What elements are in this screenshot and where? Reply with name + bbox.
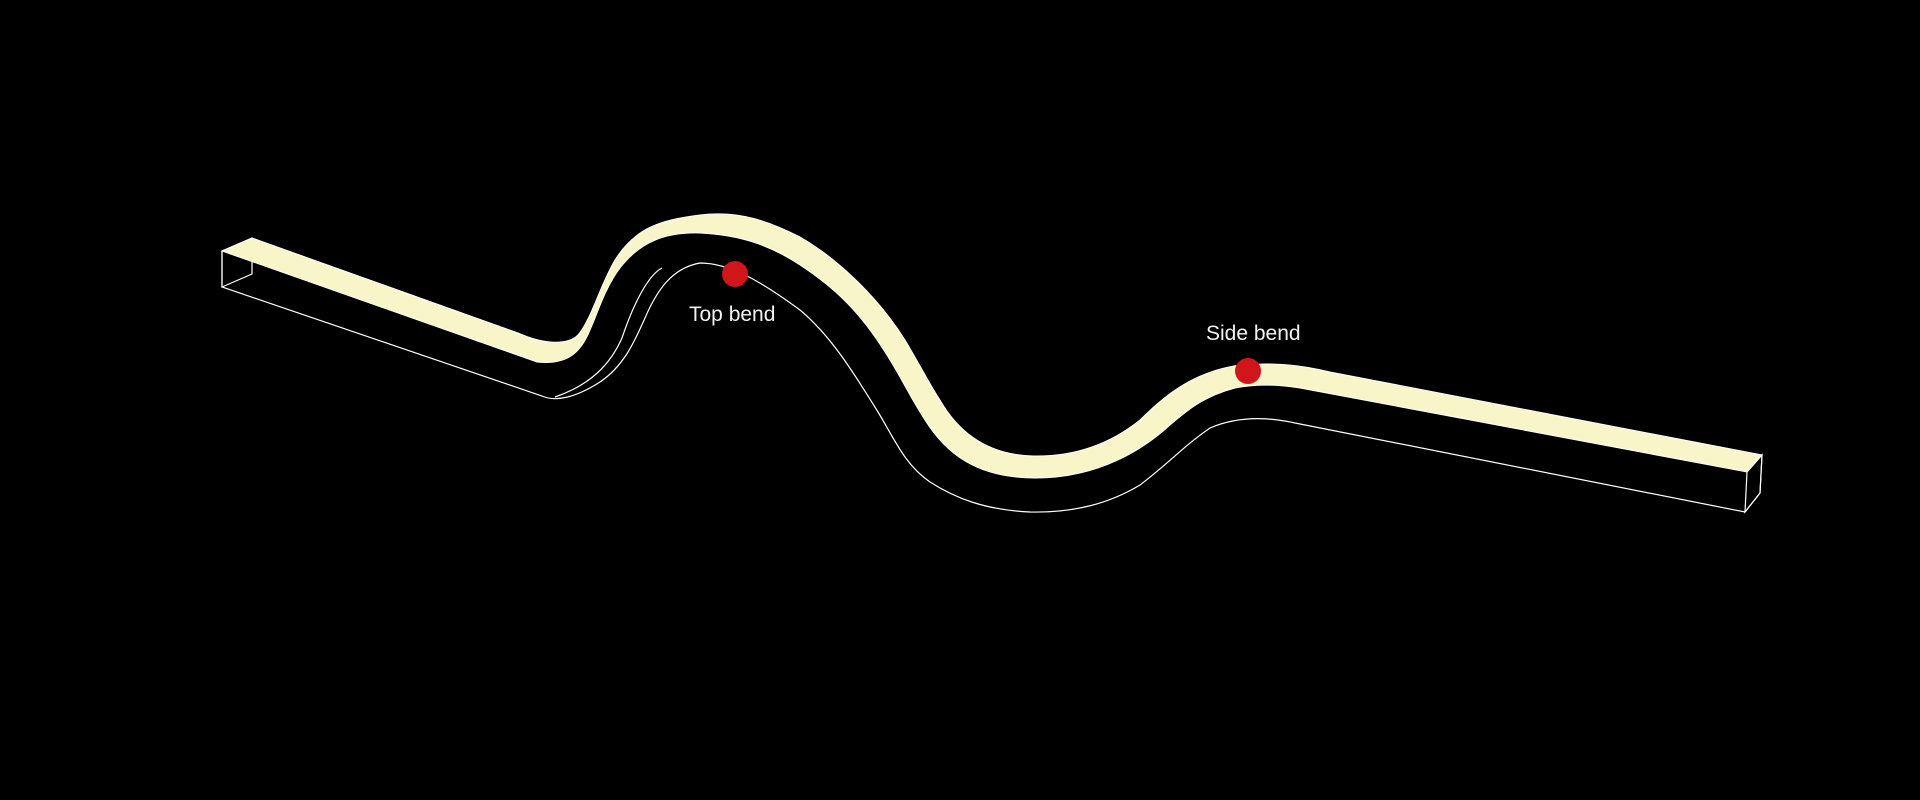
top-bend-marker xyxy=(722,261,748,287)
strip-bottom-outline xyxy=(221,251,1763,513)
top-bend-label: Top bend xyxy=(689,303,775,326)
side-bend-label: Side bend xyxy=(1206,322,1301,345)
strip-left-bend-inner-line xyxy=(554,267,663,398)
strip-top-face xyxy=(220,213,1763,479)
side-bend-marker xyxy=(1235,358,1261,384)
